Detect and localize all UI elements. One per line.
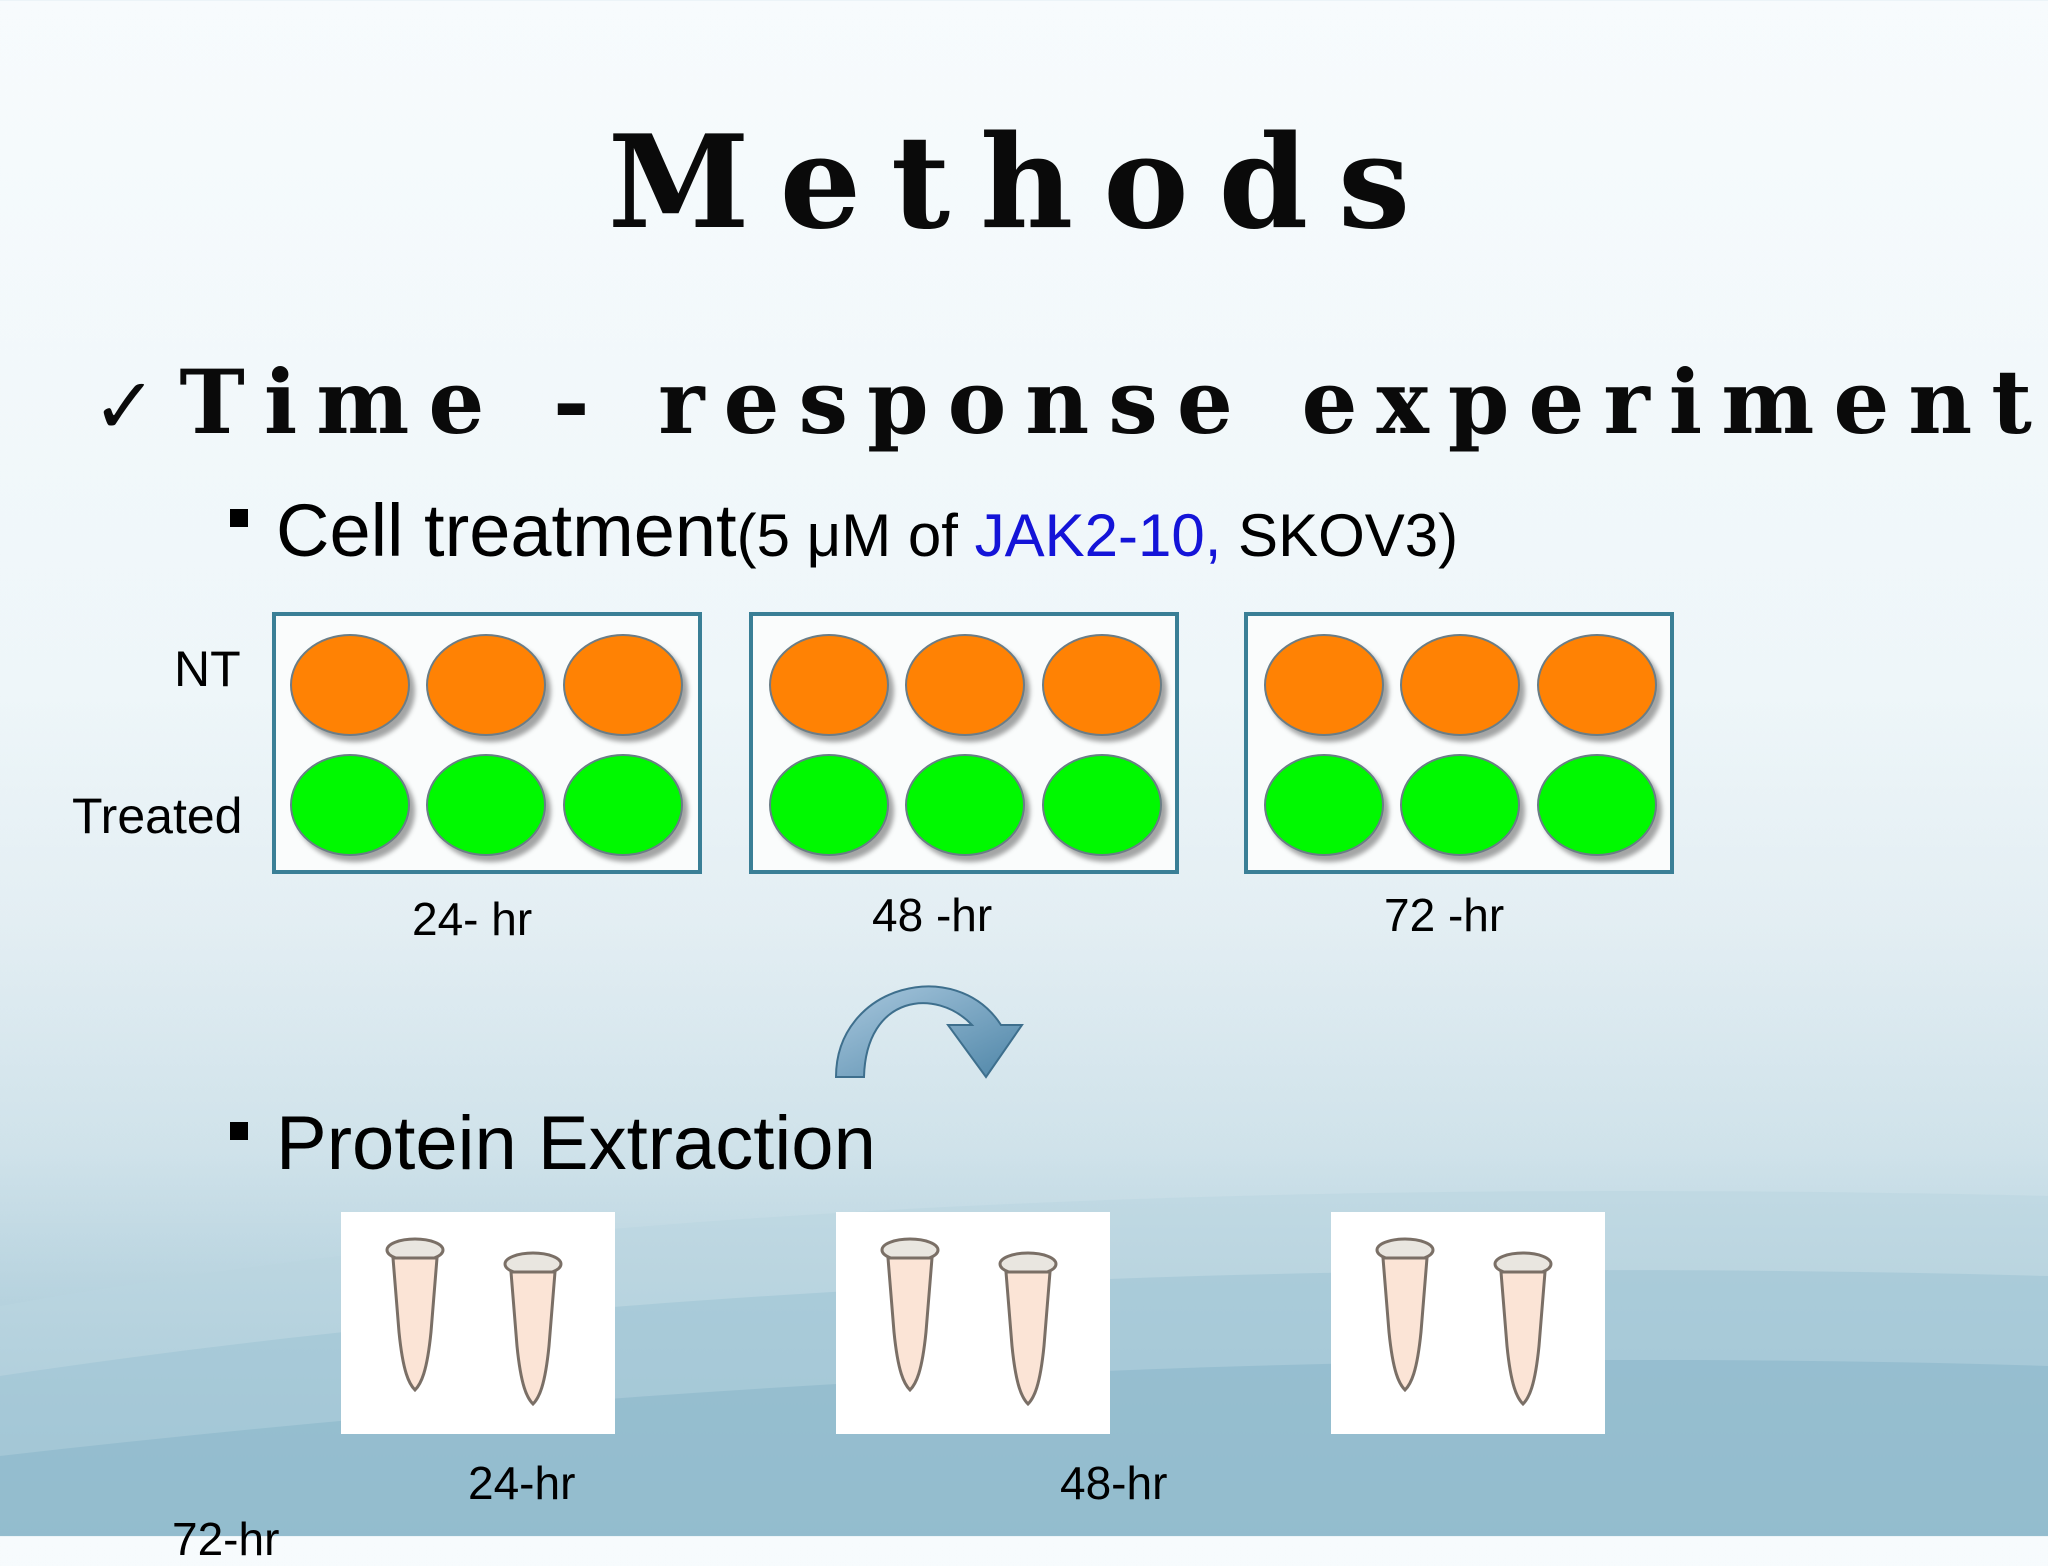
- tube-icon: [503, 1251, 563, 1407]
- tube-label: 48-hr: [1060, 1457, 1168, 1509]
- check-icon: ✓: [92, 362, 158, 452]
- bullet1-main: Cell treatment: [276, 489, 737, 572]
- well-treated: [769, 754, 889, 856]
- well-treated: [290, 754, 410, 856]
- tube-box-72hr: [1331, 1212, 1605, 1434]
- slide-title: Methods: [607, 108, 1441, 258]
- well-nt: [563, 634, 683, 736]
- bullet2-text: Protein Extraction: [276, 1101, 876, 1186]
- tube-icon: [880, 1237, 940, 1393]
- well-treated: [1400, 754, 1520, 856]
- tube-icon: [998, 1251, 1058, 1407]
- well-plate-72hr: [1244, 612, 1674, 874]
- well-treated: [905, 754, 1025, 856]
- section-heading: ✓Time - response experiment: [92, 350, 2048, 454]
- well-treated: [1264, 754, 1384, 856]
- tube-icon: [1375, 1237, 1435, 1393]
- well-nt: [1264, 634, 1384, 736]
- plate-label: 24- hr: [412, 893, 533, 945]
- bullet-cell-treatment: Cell treatment(5 μM of JAK2-10, SKOV3): [230, 488, 1458, 573]
- bullet1-paren-open: (5 μM of: [736, 502, 975, 569]
- bullet-protein-extraction: Protein Extraction: [230, 1100, 876, 1187]
- well-nt: [905, 634, 1025, 736]
- tube-box-48hr: [836, 1212, 1110, 1434]
- well-treated: [563, 754, 683, 856]
- well-treated: [1537, 754, 1657, 856]
- well-treated: [1042, 754, 1162, 856]
- well-nt: [1042, 634, 1162, 736]
- well-nt: [426, 634, 546, 736]
- square-bullet-icon: [230, 509, 248, 528]
- row-label-nt: NT: [174, 641, 241, 697]
- tube-icon: [1493, 1251, 1553, 1407]
- heading-text: Time - response experiment: [179, 350, 2048, 454]
- well-nt: [290, 634, 410, 736]
- well-nt: [1400, 634, 1520, 736]
- bullet1-highlight: JAK2-10,: [974, 502, 1222, 569]
- curved-arrow-icon: [834, 985, 1024, 1079]
- square-bullet-icon: [230, 1121, 248, 1140]
- plate-label: 48 -hr: [872, 889, 993, 941]
- tube-label: 24-hr: [468, 1457, 576, 1509]
- bullet1-paren-close: SKOV3): [1221, 502, 1459, 569]
- well-plate-48hr: [749, 612, 1179, 874]
- tube-label: 72-hr: [172, 1513, 280, 1565]
- row-label-treated: Treated: [72, 788, 243, 844]
- plate-label: 72 -hr: [1384, 889, 1505, 941]
- tube-icon: [385, 1237, 445, 1393]
- well-treated: [426, 754, 546, 856]
- well-nt: [1537, 634, 1657, 736]
- well-nt: [769, 634, 889, 736]
- tube-box-24hr: [341, 1212, 615, 1434]
- well-plate-24hr: [272, 612, 702, 874]
